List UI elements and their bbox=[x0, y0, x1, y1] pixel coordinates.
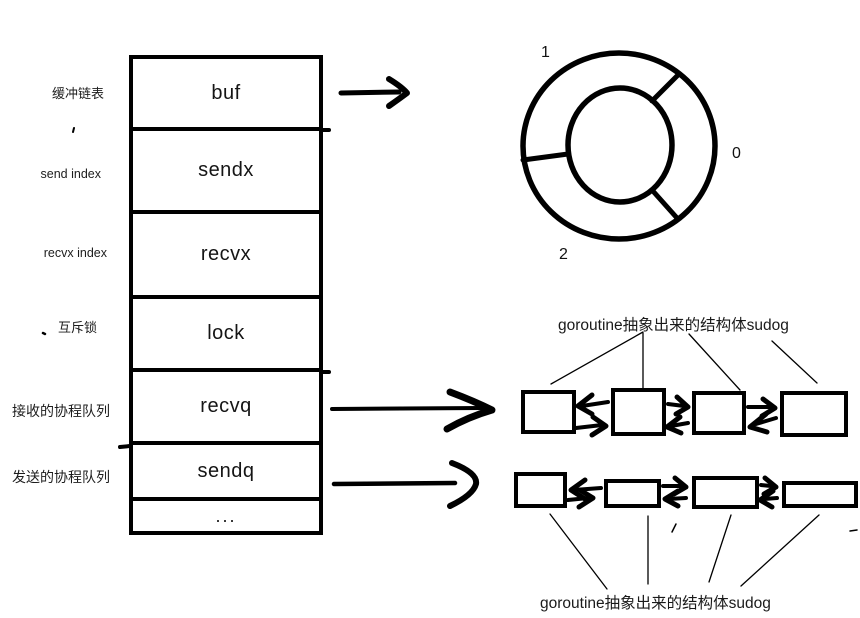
caption-connector-lines bbox=[549, 331, 820, 590]
struct-row-recvq: recvq bbox=[133, 372, 319, 445]
recvq-arrow bbox=[330, 388, 496, 433]
recvq-sudog-node bbox=[692, 391, 746, 435]
field-recvx: recvx bbox=[200, 243, 252, 265]
buf-arrow bbox=[338, 76, 410, 109]
hchan-struct-table: buf sendx recvx lock recvq sendq ... bbox=[129, 55, 323, 535]
struct-row-sendq: sendq bbox=[133, 445, 319, 501]
sendq-link-arrows bbox=[566, 475, 779, 510]
sendq-arrow bbox=[331, 460, 480, 509]
struct-row-ellipsis: ... bbox=[133, 501, 319, 531]
recvq-sudog-node bbox=[521, 390, 576, 434]
annotation-recvx: recvx index bbox=[43, 246, 107, 260]
recvq-link-arrows bbox=[574, 392, 778, 438]
struct-row-lock: lock bbox=[133, 299, 319, 372]
annotation-lock: 互斥锁 bbox=[57, 320, 97, 335]
annotation-sendq: 发送的协程队列 bbox=[12, 469, 110, 485]
field-lock: lock bbox=[207, 322, 245, 344]
struct-row-sendx: sendx bbox=[133, 131, 319, 214]
annotation-recvq: 接收的协程队列 bbox=[12, 403, 110, 419]
annotation-sendx: send index bbox=[40, 167, 101, 181]
ring-buffer-drawing bbox=[520, 50, 718, 242]
field-ellipsis: ... bbox=[215, 505, 237, 526]
ring-slot-label-1: 1 bbox=[541, 44, 550, 61]
sendq-sudog-node bbox=[782, 481, 858, 508]
sendq-sudog-caption: goroutine抽象出来的结构体sudog bbox=[540, 595, 771, 612]
struct-row-recvx: recvx bbox=[133, 214, 319, 299]
recvq-sudog-caption: goroutine抽象出来的结构体sudog bbox=[558, 317, 789, 334]
ring-slot-label-2: 2 bbox=[559, 246, 568, 263]
sendq-sudog-node bbox=[514, 472, 567, 508]
field-recvq: recvq bbox=[200, 395, 252, 417]
sendq-sudog-node bbox=[692, 476, 759, 509]
field-sendq: sendq bbox=[197, 459, 255, 482]
sketch-specks bbox=[41, 127, 858, 533]
ring-slot-label-0: 0 bbox=[732, 145, 741, 162]
annotation-buf: 缓冲链表 bbox=[51, 86, 104, 101]
field-buf: buf bbox=[211, 81, 241, 104]
recvq-sudog-node bbox=[780, 391, 848, 437]
struct-row-buf: buf bbox=[133, 59, 319, 131]
recvq-sudog-node bbox=[611, 388, 666, 436]
field-sendx: sendx bbox=[198, 159, 254, 181]
sendq-sudog-node bbox=[604, 479, 661, 508]
